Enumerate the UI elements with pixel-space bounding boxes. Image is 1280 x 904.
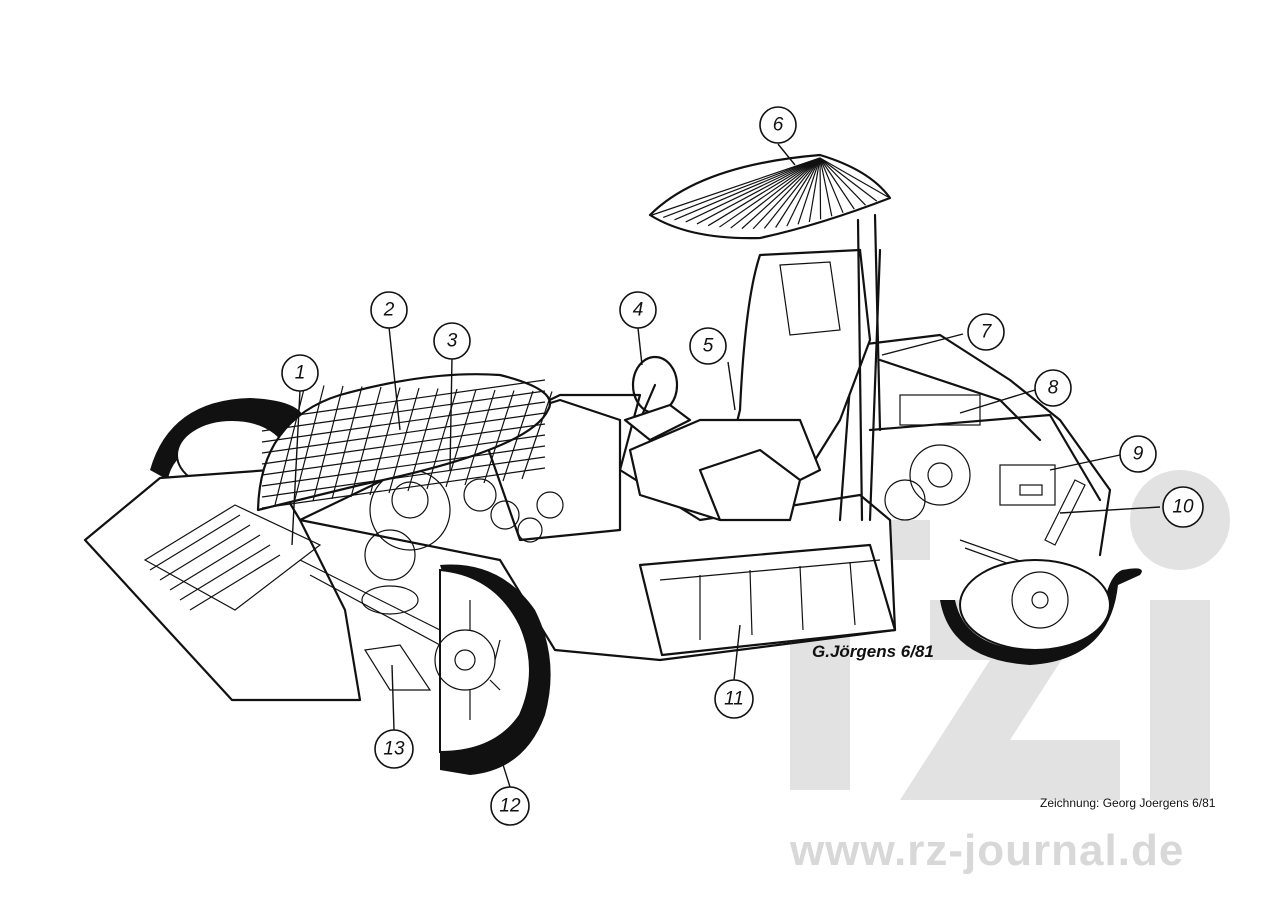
umbrella-rib [819, 157, 866, 206]
rear-right-wheel [940, 559, 1142, 665]
watermark-url: www.rz-journal.de [790, 826, 1185, 875]
callout-3-label: 3 [447, 331, 458, 352]
callout-10: 10 [1162, 486, 1204, 528]
umbrella-rib [730, 157, 821, 229]
mesh-line [261, 401, 546, 443]
callout-11: 11 [714, 679, 754, 719]
sunshade-canopy [648, 153, 892, 522]
umbrella-rib [696, 157, 821, 225]
mesh-line [350, 386, 382, 498]
umbrella-rib [752, 157, 821, 230]
mesh-cover [256, 373, 553, 512]
callout-13-label: 13 [383, 739, 405, 760]
umbrella-rib [819, 157, 855, 210]
mesh-line [388, 387, 420, 494]
callout-6: 6 [759, 106, 797, 144]
umbrella-rib [674, 157, 821, 221]
umbrella-rib [808, 157, 821, 223]
callout-3: 3 [433, 322, 471, 360]
umbrella-rib [707, 157, 821, 227]
leader-lines [291, 143, 1161, 788]
callout-9: 9 [1119, 435, 1157, 473]
rear-frame [838, 248, 1112, 557]
callout-11-label: 11 [724, 689, 744, 710]
steering-wheel [623, 355, 692, 442]
callout-9-label: 9 [1133, 444, 1144, 465]
mesh-line [369, 387, 401, 496]
umbrella-rib [819, 157, 878, 202]
umbrella-rib [741, 157, 821, 230]
mesh-line [261, 467, 546, 509]
mesh-line [483, 390, 515, 484]
callout-8-label: 8 [1048, 378, 1059, 399]
callout-1-label: 1 [295, 363, 306, 384]
seat [628, 248, 872, 522]
umbrella-rib [775, 157, 821, 228]
mesh-line [261, 456, 546, 498]
callout-12: 12 [490, 786, 530, 826]
umbrella-rib [663, 157, 821, 218]
callout-13: 13 [374, 729, 414, 769]
umbrella-rib [819, 157, 889, 198]
mesh-line [261, 445, 546, 487]
mesh-line [293, 385, 325, 504]
callout-12-label: 12 [499, 796, 521, 817]
callout-4: 4 [619, 291, 657, 329]
mesh-line [261, 434, 546, 476]
drawing-credit: Zeichnung: Georg Joergens 6/81 [1040, 796, 1216, 810]
mesh-line [407, 388, 439, 492]
umbrella-rib [797, 157, 821, 225]
front-right-wheel [434, 564, 551, 775]
callout-7: 7 [967, 313, 1005, 351]
callout-6-label: 6 [773, 115, 784, 136]
callout-8: 8 [1034, 369, 1072, 407]
umbrella-rib [685, 157, 821, 223]
mesh-line [464, 389, 496, 486]
mesh-line [521, 391, 553, 480]
umbrella-rib [763, 157, 821, 229]
mesh-line [274, 384, 306, 506]
mesh-line [261, 390, 546, 432]
mesh-line [261, 379, 546, 421]
callout-5: 5 [689, 327, 727, 365]
artist-signature: G.Jörgens 6/81 [812, 642, 934, 661]
callout-2: 2 [370, 291, 408, 329]
umbrella-rib [819, 157, 844, 214]
mesh-line [261, 423, 546, 465]
callout-5-label: 5 [703, 336, 714, 357]
umbrella-rib [786, 157, 821, 227]
mesh-line [502, 390, 534, 482]
umbrella-rib [819, 157, 833, 217]
callout-10-label: 10 [1172, 497, 1194, 518]
umbrella-rib [651, 157, 821, 216]
umbrella-rib [819, 157, 822, 220]
umbrella-rib [719, 157, 821, 228]
callout-7-label: 7 [981, 322, 993, 343]
callout-1: 1 [281, 354, 319, 392]
callout-4-label: 4 [633, 300, 644, 321]
mesh-line [331, 386, 363, 500]
front-suspension [299, 559, 441, 691]
mesh-line [261, 412, 546, 454]
callout-2-label: 2 [383, 300, 395, 321]
